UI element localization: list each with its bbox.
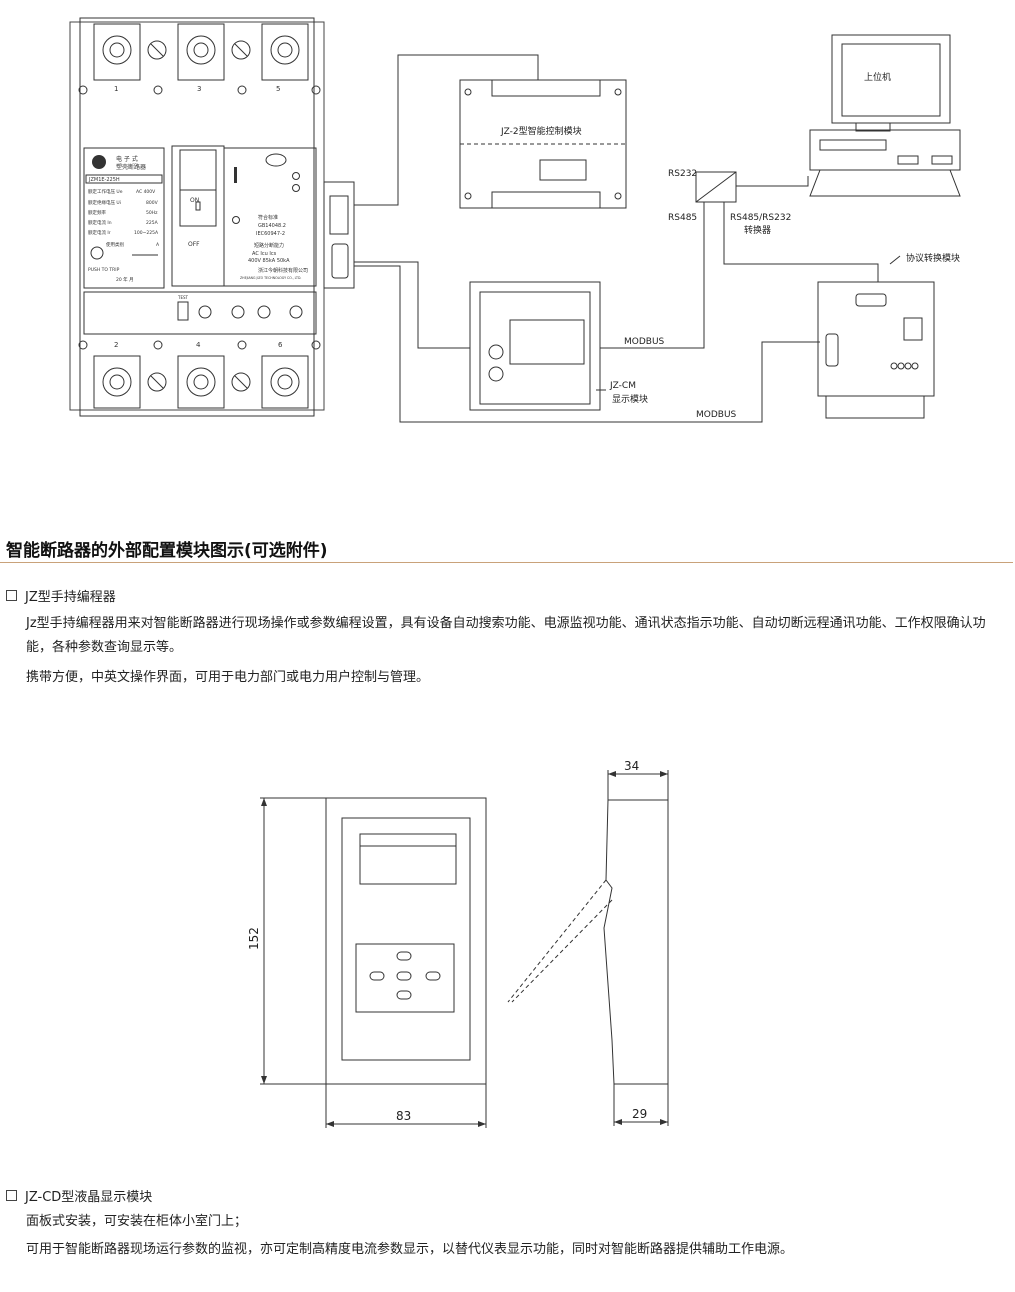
spec-value-1: AC 400V [136, 189, 156, 195]
terminal-4: 4 [196, 341, 201, 349]
item-heading-programmer: JZ型手持编程器 [6, 586, 116, 605]
breaker-label-1: 电 子 式 [116, 155, 138, 163]
side-view [507, 799, 669, 1085]
usage-class: A [156, 242, 160, 248]
modbus-label-2: MODBUS [696, 410, 737, 420]
spec-value-5: 100~225A [134, 230, 159, 236]
switch-off-label: OFF [188, 241, 200, 248]
computer [809, 34, 961, 197]
usage-label: 使用类别 [106, 241, 124, 248]
spec-value-3: 50Hz [146, 210, 158, 216]
item-heading-text: JZ型手持编程器 [25, 590, 116, 605]
modbus-label-1: MODBUS [624, 337, 665, 347]
wiring [354, 54, 901, 423]
dimension-height: 152 [247, 927, 261, 950]
front-view [325, 797, 487, 1085]
section-title: 智能断路器的外部配置模块图示(可选附件) [6, 541, 328, 561]
system-diagram: 1 3 5 2 4 6 电 子 式 塑壳断路器 JZM1E-225H 额定工作电… [69, 17, 961, 423]
item-heading-text: JZ-CD型液晶显示模块 [25, 1190, 153, 1205]
breaker-model: JZM1E-225H [88, 177, 120, 183]
control-module-label: JZ-2型智能控制模块 [500, 125, 582, 137]
spec-name-3: 额定频率 [88, 209, 106, 216]
programmer-dimension-drawing: 152 83 34 29 [247, 759, 669, 1128]
converter-label-1: RS485/RS232 [730, 213, 791, 223]
rs232-label: RS232 [668, 169, 697, 179]
capacity-values: 400V 85kA 50kA [248, 258, 290, 264]
lcd-module-mounting: 面板式安装，可安装在柜体小室门上； [26, 1214, 248, 1229]
item-heading-lcd-module: JZ-CD型液晶显示模块 [6, 1186, 152, 1205]
spec-value-4: 225A [146, 220, 159, 226]
capacity-header: AC Icu Ics [252, 251, 277, 257]
spec-name-4: 额定电流 In [88, 219, 112, 226]
spec-name-1: 额定工作电压 Ue [88, 188, 123, 195]
programmer-description: Jz型手持编程器用来对智能断路器进行现场操作或参数编程设置，具有设备自动搜索功能… [26, 616, 986, 655]
rs485-label: RS485 [668, 213, 697, 223]
test-label: TEST [177, 295, 189, 300]
dimension-depth-bottom: 29 [632, 1107, 647, 1121]
spec-name-5: 额定电流 Ir [88, 229, 111, 236]
spec-value-2: 800V [146, 200, 159, 206]
circuit-breaker [69, 17, 355, 417]
checkbox-square-icon [6, 1190, 17, 1201]
programmer-features: 携带方便，中英文操作界面，可用于电力部门或电力用户控制与管理。 [26, 670, 430, 685]
front-dimension-lines [260, 797, 487, 1128]
standard-title: 符合标准 [258, 214, 278, 221]
computer-label: 上位机 [864, 71, 891, 83]
rs485-rs232-converter [695, 171, 737, 203]
standard-1: GB14048.2 [258, 223, 286, 229]
control-module [459, 79, 627, 209]
terminal-1: 1 [114, 85, 118, 93]
dimension-depth-top: 34 [624, 759, 639, 773]
switch-on-label: ON [190, 197, 199, 204]
terminal-6: 6 [278, 341, 283, 349]
display-module-label-2: 显示模块 [612, 393, 648, 405]
maker-en: ZHEJIANG JIZO TECHNOLOGY CO., LTD. [240, 276, 301, 280]
protocol-module-label: 协议转换模块 [906, 252, 960, 264]
spec-name-2: 额定绝缘电压 Ui [88, 199, 121, 206]
checkbox-square-icon [6, 590, 17, 601]
section-divider [0, 562, 1013, 563]
dimension-width: 83 [396, 1109, 411, 1123]
terminal-2: 2 [114, 341, 118, 349]
lcd-module-function: 可用于智能断路器现场运行参数的监视，亦可定制高精度电流参数显示，以替代仪表显示功… [26, 1242, 794, 1257]
protocol-module [817, 281, 935, 419]
breaker-label-2: 塑壳断路器 [116, 163, 146, 171]
standard-2: IEC60947-2 [256, 231, 285, 237]
converter-label-2: 转换器 [744, 224, 771, 236]
push-to-trip: PUSH TO TRIP [88, 267, 120, 273]
terminal-3: 3 [197, 85, 201, 93]
display-module [469, 281, 601, 411]
side-dimension-lines [607, 770, 669, 1126]
maker-cn: 浙江今朝科技有限公司 [258, 267, 308, 274]
terminal-5: 5 [276, 85, 280, 93]
date-label: 20 年 月 [116, 276, 134, 283]
display-module-label-1: JZ-CM [609, 381, 636, 391]
capacity-title: 短路分断能力 [254, 242, 284, 249]
